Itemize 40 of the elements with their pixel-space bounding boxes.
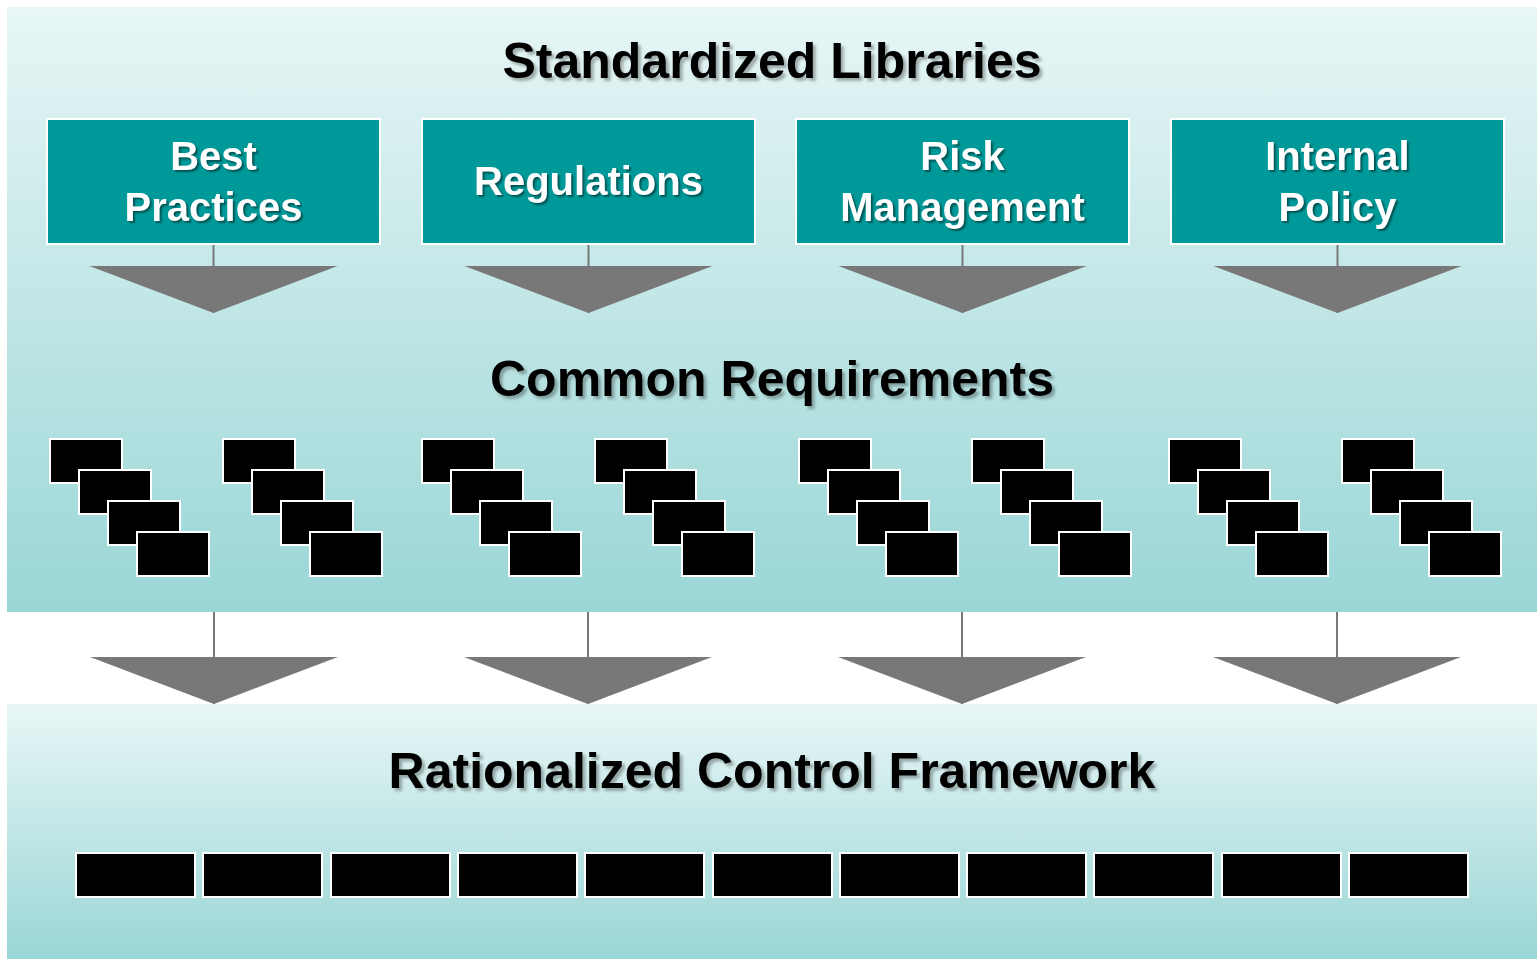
stacked-cards-drawing — [421, 438, 584, 579]
stacked-cards-drawing — [798, 438, 961, 579]
category-box — [46, 118, 381, 245]
placeholder-box — [711, 852, 833, 898]
chevron-arrow — [464, 611, 712, 705]
box-label: Internal Policy — [1265, 132, 1410, 231]
box-label: Regulations — [474, 158, 703, 205]
chevron-arrow — [838, 611, 1086, 705]
section-panel — [7, 7, 1537, 612]
stacked-cards-drawing — [1168, 438, 1331, 579]
placeholder-box — [75, 852, 196, 898]
section-heading: Standardized Libraries — [502, 32, 1042, 90]
chevron-arrow — [90, 611, 338, 705]
chevron-arrow — [1213, 244, 1462, 314]
chevron-arrow — [464, 244, 713, 314]
placeholder-box — [966, 852, 1088, 898]
stacked-cards-drawing — [49, 438, 212, 579]
section-panel — [7, 704, 1537, 959]
placeholder-box — [1348, 852, 1469, 898]
stacked-cards-drawing — [1341, 438, 1504, 579]
stacked-cards-drawing — [971, 438, 1134, 579]
placeholder-box — [329, 852, 451, 898]
placeholder-box — [456, 852, 578, 898]
chevron-arrow — [838, 244, 1087, 314]
chevron-arrow — [89, 244, 338, 314]
placeholder-box — [202, 852, 324, 898]
stacked-cards-drawing — [594, 438, 757, 579]
stacked-cards-drawing — [222, 438, 385, 579]
category-box — [421, 118, 756, 245]
placeholder-box — [838, 852, 960, 898]
placeholder-box — [1093, 852, 1215, 898]
section-heading: Rationalized Control Framework — [388, 742, 1156, 800]
category-box — [1170, 118, 1505, 245]
chevron-arrow — [1213, 611, 1461, 705]
section-heading: Common Requirements — [490, 350, 1054, 408]
placeholder-box — [584, 852, 706, 898]
box-label: Best Practices — [124, 132, 303, 231]
box-label: Risk Management — [840, 132, 1085, 231]
placeholder-box — [1220, 852, 1342, 898]
category-box — [795, 118, 1130, 245]
